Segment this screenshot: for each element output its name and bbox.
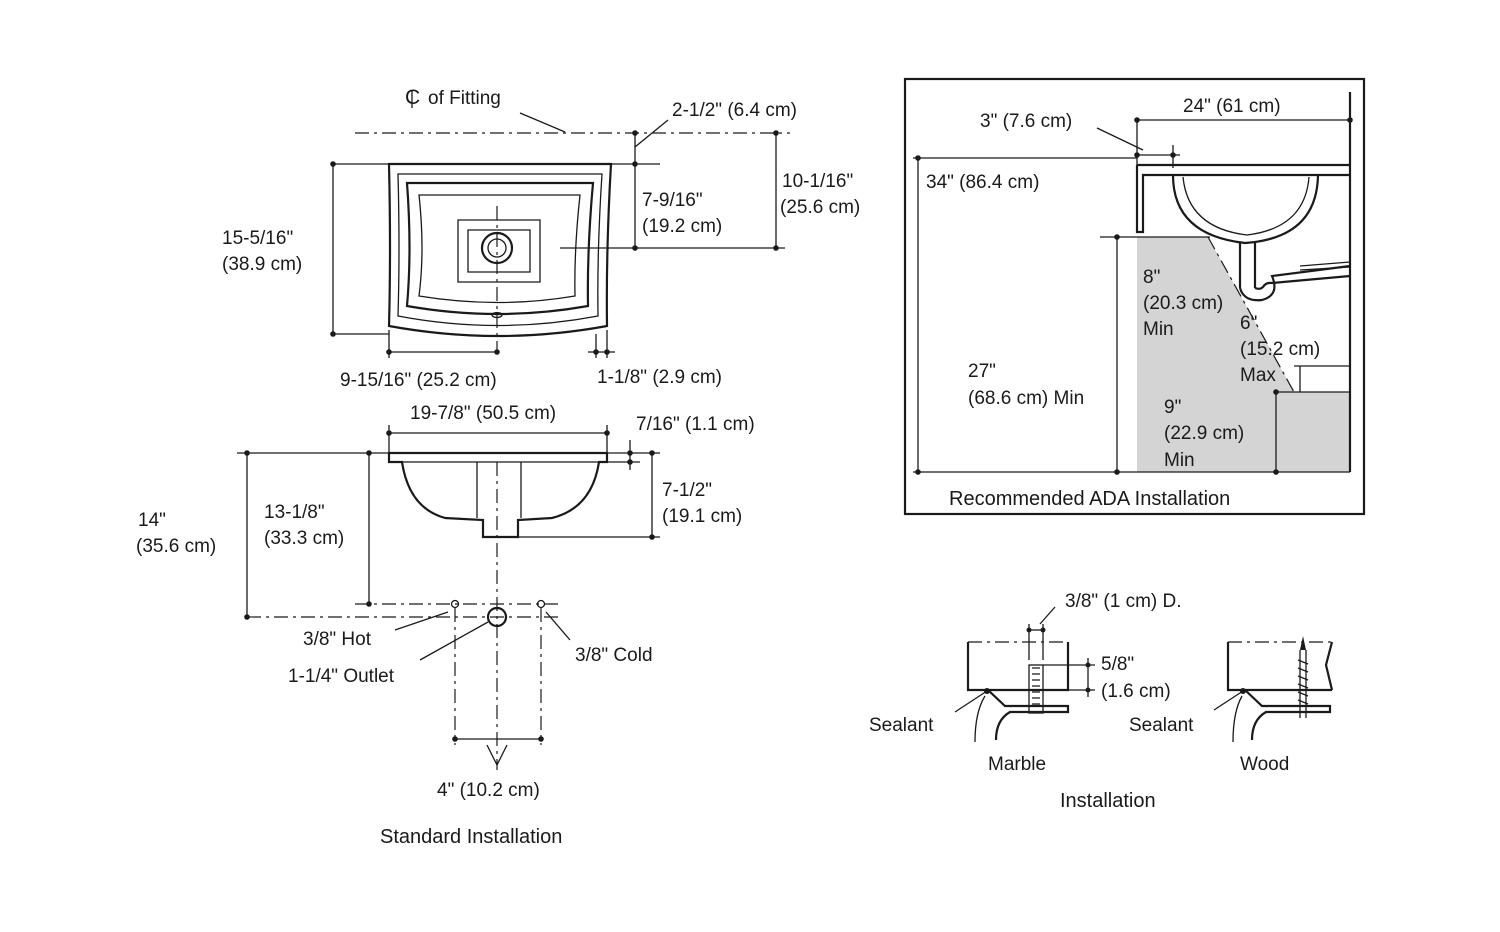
cl-label: of Fitting	[428, 88, 501, 109]
mount-dim-3-8: 3/8" (1 cm) D.	[1065, 591, 1182, 612]
dim-7-9-16-imperial: 7-9/16"	[642, 190, 703, 211]
wood-label: Wood	[1240, 754, 1289, 775]
ada-dim-6-imperial: 6"	[1240, 313, 1257, 334]
sink-top-view	[330, 112, 790, 358]
cold-supply-label: 3/8" Cold	[575, 645, 653, 666]
dim-19-7-8: 19-7/8" (50.5 cm)	[410, 403, 556, 424]
ada-dim-8-min: Min	[1143, 319, 1174, 340]
dim-14-imperial: 14"	[138, 510, 166, 531]
ada-dim-27-imperial: 27"	[968, 361, 996, 382]
dim-2-1-2: 2-1/2" (6.4 cm)	[672, 100, 797, 121]
standard-installation-caption: Standard Installation	[380, 826, 562, 848]
mount-dim-5-8-imperial: 5/8"	[1101, 654, 1134, 675]
outlet-label: 1-1/4" Outlet	[288, 666, 395, 687]
sealant-label-marble: Sealant	[869, 715, 934, 736]
ada-caption: Recommended ADA Installation	[949, 488, 1230, 510]
dim-7-16: 7/16" (1.1 cm)	[636, 414, 755, 435]
sealant-label-wood: Sealant	[1129, 715, 1194, 736]
dim-10-1-16-metric: (25.6 cm)	[780, 197, 860, 218]
dim-7-1-2-metric: (19.1 cm)	[662, 506, 742, 527]
ada-dim-9-metric: (22.9 cm)	[1164, 423, 1244, 444]
ada-dim-34: 34" (86.4 cm)	[926, 172, 1039, 193]
mount-dim-5-8-metric: (1.6 cm)	[1101, 681, 1171, 702]
dim-15-5-16-imperial: 15-5/16"	[222, 228, 293, 249]
dim-14-metric: (35.6 cm)	[136, 536, 216, 557]
dim-7-1-2-imperial: 7-1/2"	[662, 480, 712, 501]
dim-4: 4" (10.2 cm)	[437, 780, 540, 801]
dim-13-1-8-imperial: 13-1/8"	[264, 502, 325, 523]
ada-dim-9-imperial: 9"	[1164, 397, 1181, 418]
ada-panel	[903, 77, 1366, 516]
ada-dim-24: 24" (61 cm)	[1183, 96, 1281, 117]
wood-detail	[1213, 636, 1334, 743]
ada-dim-27-metric: (68.6 cm) Min	[968, 388, 1084, 409]
sink-side-view	[237, 425, 660, 770]
ada-dim-3: 3" (7.6 cm)	[980, 111, 1072, 132]
dim-9-15-16: 9-15/16" (25.2 cm)	[340, 370, 497, 391]
cl-symbol: C	[405, 86, 420, 109]
dim-1-1-8: 1-1/8" (2.9 cm)	[597, 367, 722, 388]
dim-10-1-16-imperial: 10-1/16"	[782, 171, 853, 192]
ada-dim-6-metric: (15.2 cm)	[1240, 339, 1320, 360]
marble-label: Marble	[988, 754, 1046, 775]
dim-15-5-16-metric: (38.9 cm)	[222, 254, 302, 275]
ada-dim-6-max: Max	[1240, 365, 1276, 386]
ada-dim-8-metric: (20.3 cm)	[1143, 293, 1223, 314]
ada-dim-8-imperial: 8"	[1143, 267, 1160, 288]
dim-13-1-8-metric: (33.3 cm)	[264, 528, 344, 549]
marble-detail	[954, 606, 1095, 743]
installation-caption: Installation	[1060, 790, 1156, 812]
hot-supply-label: 3/8" Hot	[303, 629, 372, 650]
dim-7-9-16-metric: (19.2 cm)	[642, 216, 722, 237]
ada-dim-9-min: Min	[1164, 450, 1195, 471]
